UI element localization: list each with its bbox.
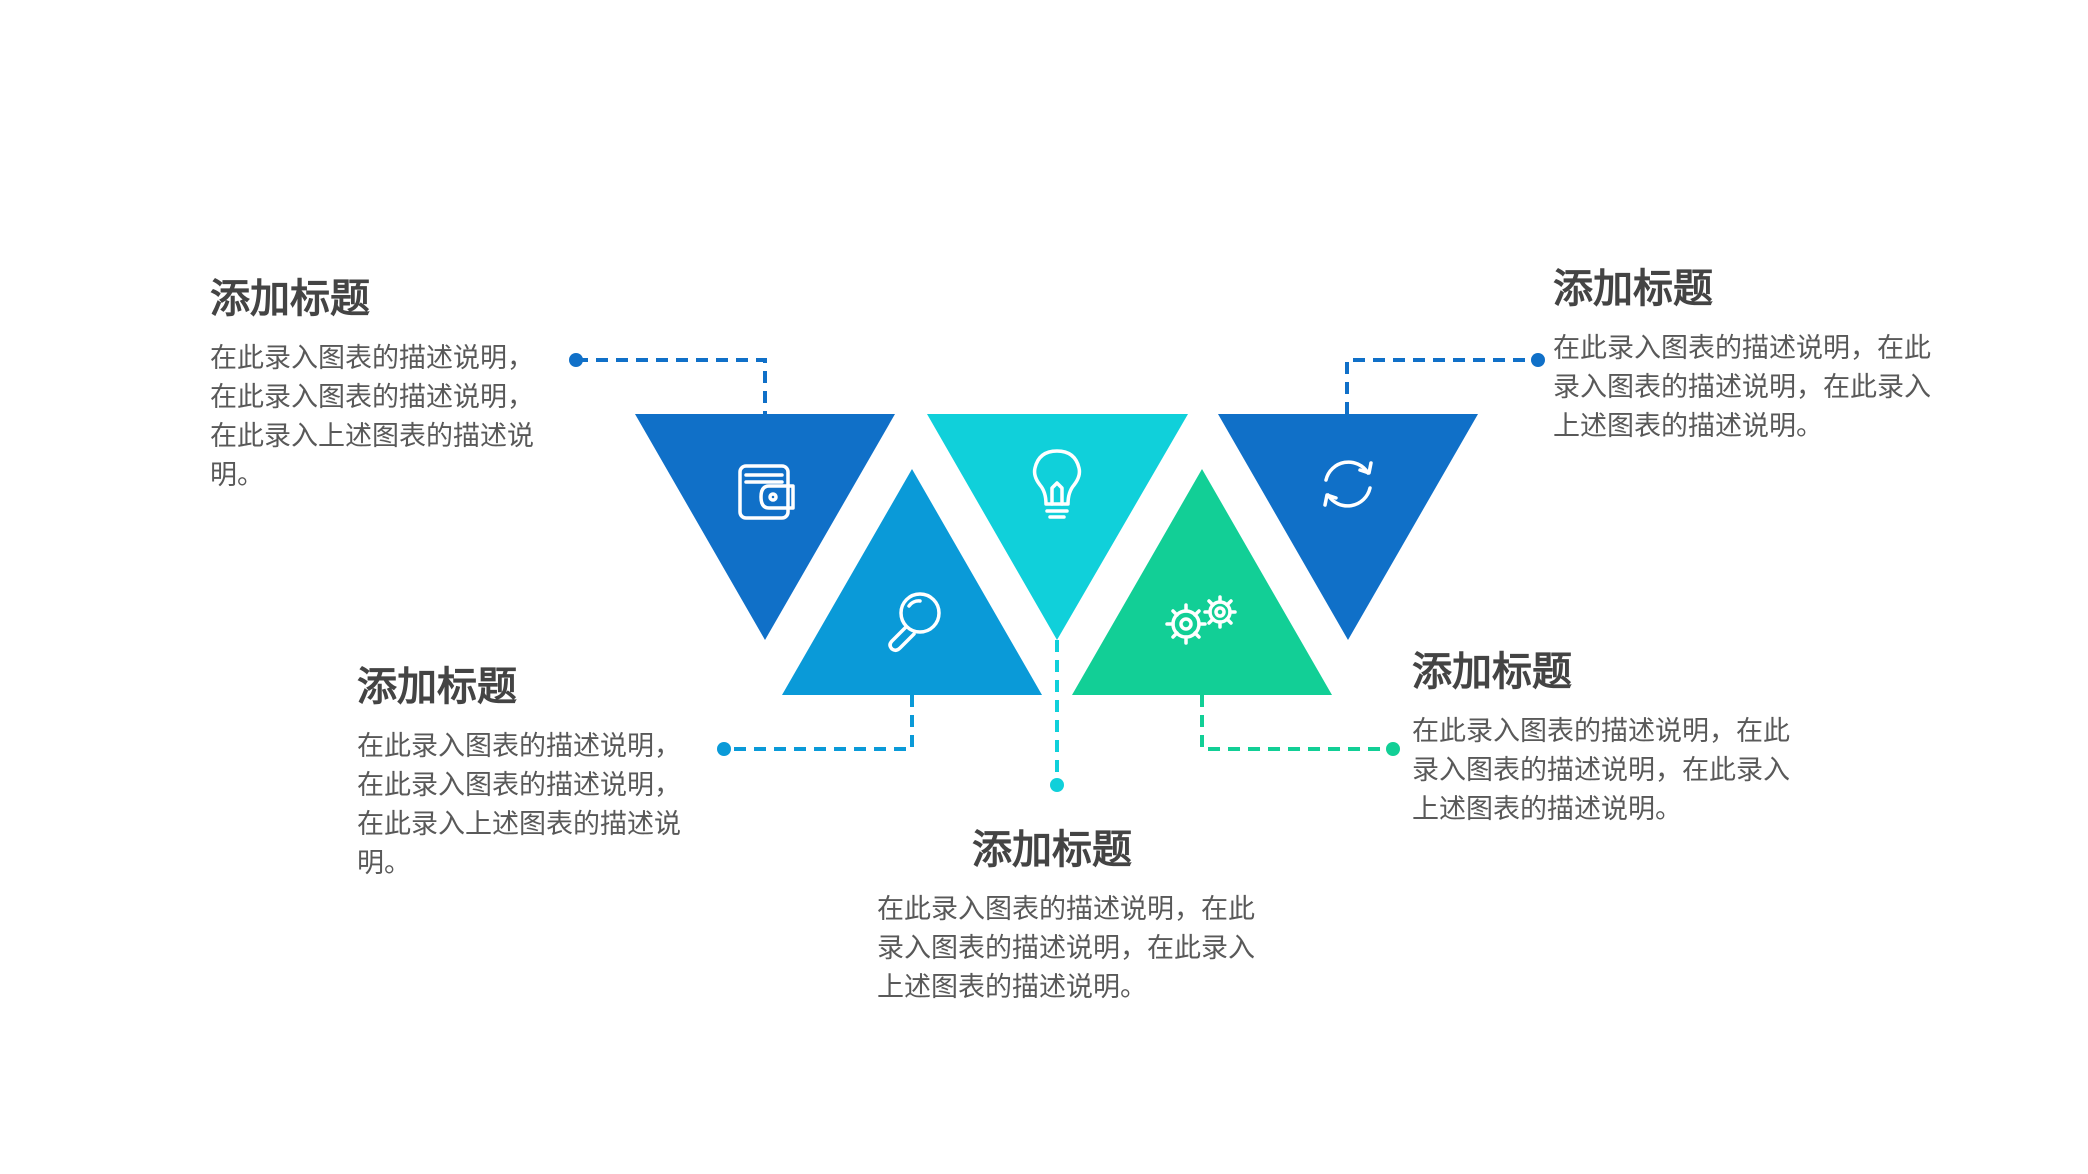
block-description: 在此录入图表的描述说明，在此录入图表的描述说明，在此录入上述图表的描述说明。	[1553, 333, 1931, 442]
connector-dot-top-right	[1531, 353, 1545, 367]
connector-dot-center	[1050, 778, 1064, 792]
refresh-icon	[1323, 460, 1373, 508]
connector-dot-bottom-right	[1386, 742, 1400, 756]
triangle-top-right	[1218, 414, 1478, 640]
connector-bottom-right	[1200, 695, 1393, 751]
block-title: 添加标题	[1553, 266, 1713, 312]
text-block-top-left: 添加标题 在此录入图表的描述说明，在此录入图表的描述说明，在此录入上述图表的描述…	[210, 275, 555, 495]
triangle-top-left	[635, 414, 895, 640]
connector-dot-top-left	[569, 353, 583, 367]
connector-top-left	[576, 358, 767, 414]
block-title: 添加标题	[210, 276, 370, 322]
connector-bottom-left	[724, 695, 914, 751]
triangle-top-mid	[927, 414, 1188, 640]
block-title: 添加标题	[1412, 649, 1572, 695]
gears-icon	[1165, 595, 1237, 645]
connector-top-right	[1345, 358, 1538, 414]
magnifier-icon	[888, 592, 941, 653]
block-title: 添加标题	[972, 827, 1132, 873]
triangle-bottom-left	[782, 469, 1042, 695]
text-block-bottom-left: 添加标题 在此录入图表的描述说明，在此录入图表的描述说明，在此录入上述图表的描述…	[357, 663, 702, 883]
block-title: 添加标题	[357, 664, 517, 710]
connector-dot-bottom-left	[717, 742, 731, 756]
text-block-center: 添加标题 在此录入图表的描述说明，在此录入图表的描述说明，在此录入上述图表的描述…	[877, 826, 1267, 1007]
block-description: 在此录入图表的描述说明，在此录入图表的描述说明，在此录入上述图表的描述说明。	[877, 894, 1255, 1003]
wallet-icon	[738, 464, 795, 520]
text-block-top-right: 添加标题 在此录入图表的描述说明，在此录入图表的描述说明，在此录入上述图表的描述…	[1553, 265, 1943, 446]
triangle-bottom-right	[1072, 469, 1332, 695]
block-description: 在此录入图表的描述说明，在此录入图表的描述说明，在此录入上述图表的描述说明。	[357, 731, 681, 879]
block-description: 在此录入图表的描述说明，在此录入图表的描述说明，在此录入上述图表的描述说明。	[1412, 716, 1790, 825]
lightbulb-icon	[1032, 449, 1082, 519]
text-block-bottom-right: 添加标题 在此录入图表的描述说明，在此录入图表的描述说明，在此录入上述图表的描述…	[1412, 648, 1802, 829]
block-description: 在此录入图表的描述说明，在此录入图表的描述说明，在此录入上述图表的描述说明。	[210, 343, 534, 491]
